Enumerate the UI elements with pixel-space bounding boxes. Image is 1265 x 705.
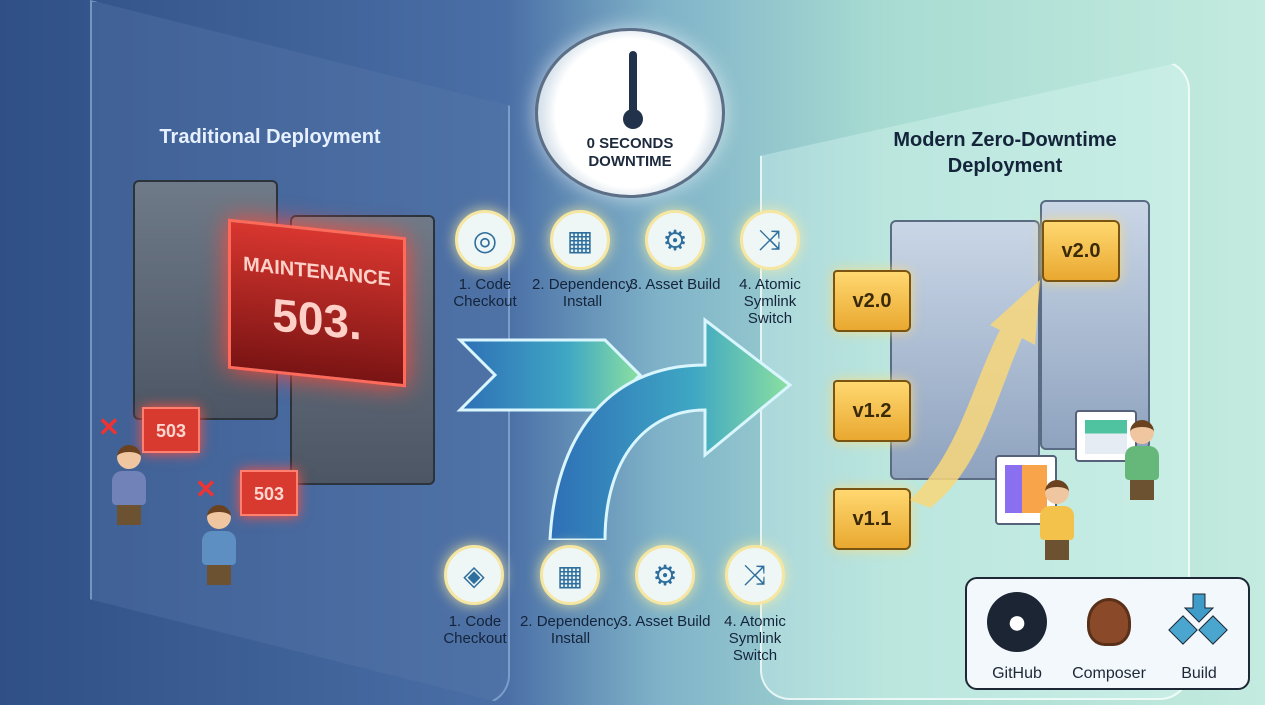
error-sign: 503 bbox=[240, 470, 298, 516]
gear-brush-icon: ⚙ bbox=[645, 210, 705, 270]
modern-title: Modern Zero-Downtime Deployment bbox=[893, 129, 1117, 177]
cubes-icon: ▦ bbox=[550, 210, 610, 270]
gear-brush-icon: ⚙ bbox=[635, 545, 695, 605]
step-label: 2. Dependency Install bbox=[520, 613, 621, 647]
maintenance-screen: MAINTENANCE 503. bbox=[228, 218, 406, 388]
tools-legend: ● GitHub Composer Build bbox=[965, 577, 1250, 690]
webpage-screen bbox=[1075, 410, 1137, 462]
step-label: 1. Code Checkout bbox=[443, 613, 507, 647]
error-code: 503. bbox=[272, 288, 362, 350]
deployment-arrow bbox=[456, 316, 793, 540]
build-icon bbox=[1154, 591, 1244, 653]
happy-user bbox=[1125, 420, 1159, 500]
github-icon: ● bbox=[972, 591, 1062, 653]
step-label: 4. Atomic Symlink Switch bbox=[724, 613, 786, 664]
shuffle-icon: ⤨ bbox=[740, 210, 800, 270]
frustrated-user bbox=[202, 505, 236, 585]
git-icon: ◈ bbox=[444, 545, 504, 605]
release-folder: v1.1 bbox=[833, 488, 911, 550]
clock-hand bbox=[629, 51, 637, 121]
legend-item-composer: Composer bbox=[1064, 591, 1154, 683]
release-folder: v2.0 bbox=[833, 270, 911, 332]
frustrated-user bbox=[112, 445, 146, 525]
legend-label: Build bbox=[1181, 665, 1217, 682]
composer-icon bbox=[1064, 591, 1154, 653]
downtime-clock: 0 SECONDS DOWNTIME bbox=[535, 28, 725, 198]
x-mark-icon: ✕ bbox=[98, 412, 120, 442]
step-label: 3. Asset Build bbox=[619, 613, 711, 630]
step-label: 4. Atomic Symlink Switch bbox=[739, 276, 801, 327]
clock-text: 0 SECONDS bbox=[586, 135, 674, 152]
happy-user bbox=[1040, 480, 1074, 560]
cubes-icon: ▦ bbox=[540, 545, 600, 605]
legend-item-build: Build bbox=[1154, 591, 1244, 683]
step-label: 3. Asset Build bbox=[629, 276, 721, 293]
legend-label: Composer bbox=[1072, 665, 1146, 682]
release-folder: v1.2 bbox=[833, 380, 911, 442]
clock-hub bbox=[623, 109, 643, 129]
active-release-folder: v2.0 bbox=[1042, 220, 1120, 282]
error-sign: 503 bbox=[142, 407, 200, 453]
legend-label: GitHub bbox=[992, 665, 1042, 682]
github-icon: ◎ bbox=[455, 210, 515, 270]
clock-text: DOWNTIME bbox=[588, 153, 672, 170]
symlink-arrow bbox=[910, 280, 1040, 508]
shuffle-icon: ⤨ bbox=[725, 545, 785, 605]
step-label: 1. Code Checkout bbox=[453, 276, 517, 310]
traditional-title: Traditional Deployment bbox=[159, 126, 381, 148]
x-mark-icon: ✕ bbox=[195, 474, 217, 504]
legend-item-github: ● GitHub bbox=[972, 591, 1062, 683]
step-label: 2. Dependency Install bbox=[532, 276, 633, 310]
